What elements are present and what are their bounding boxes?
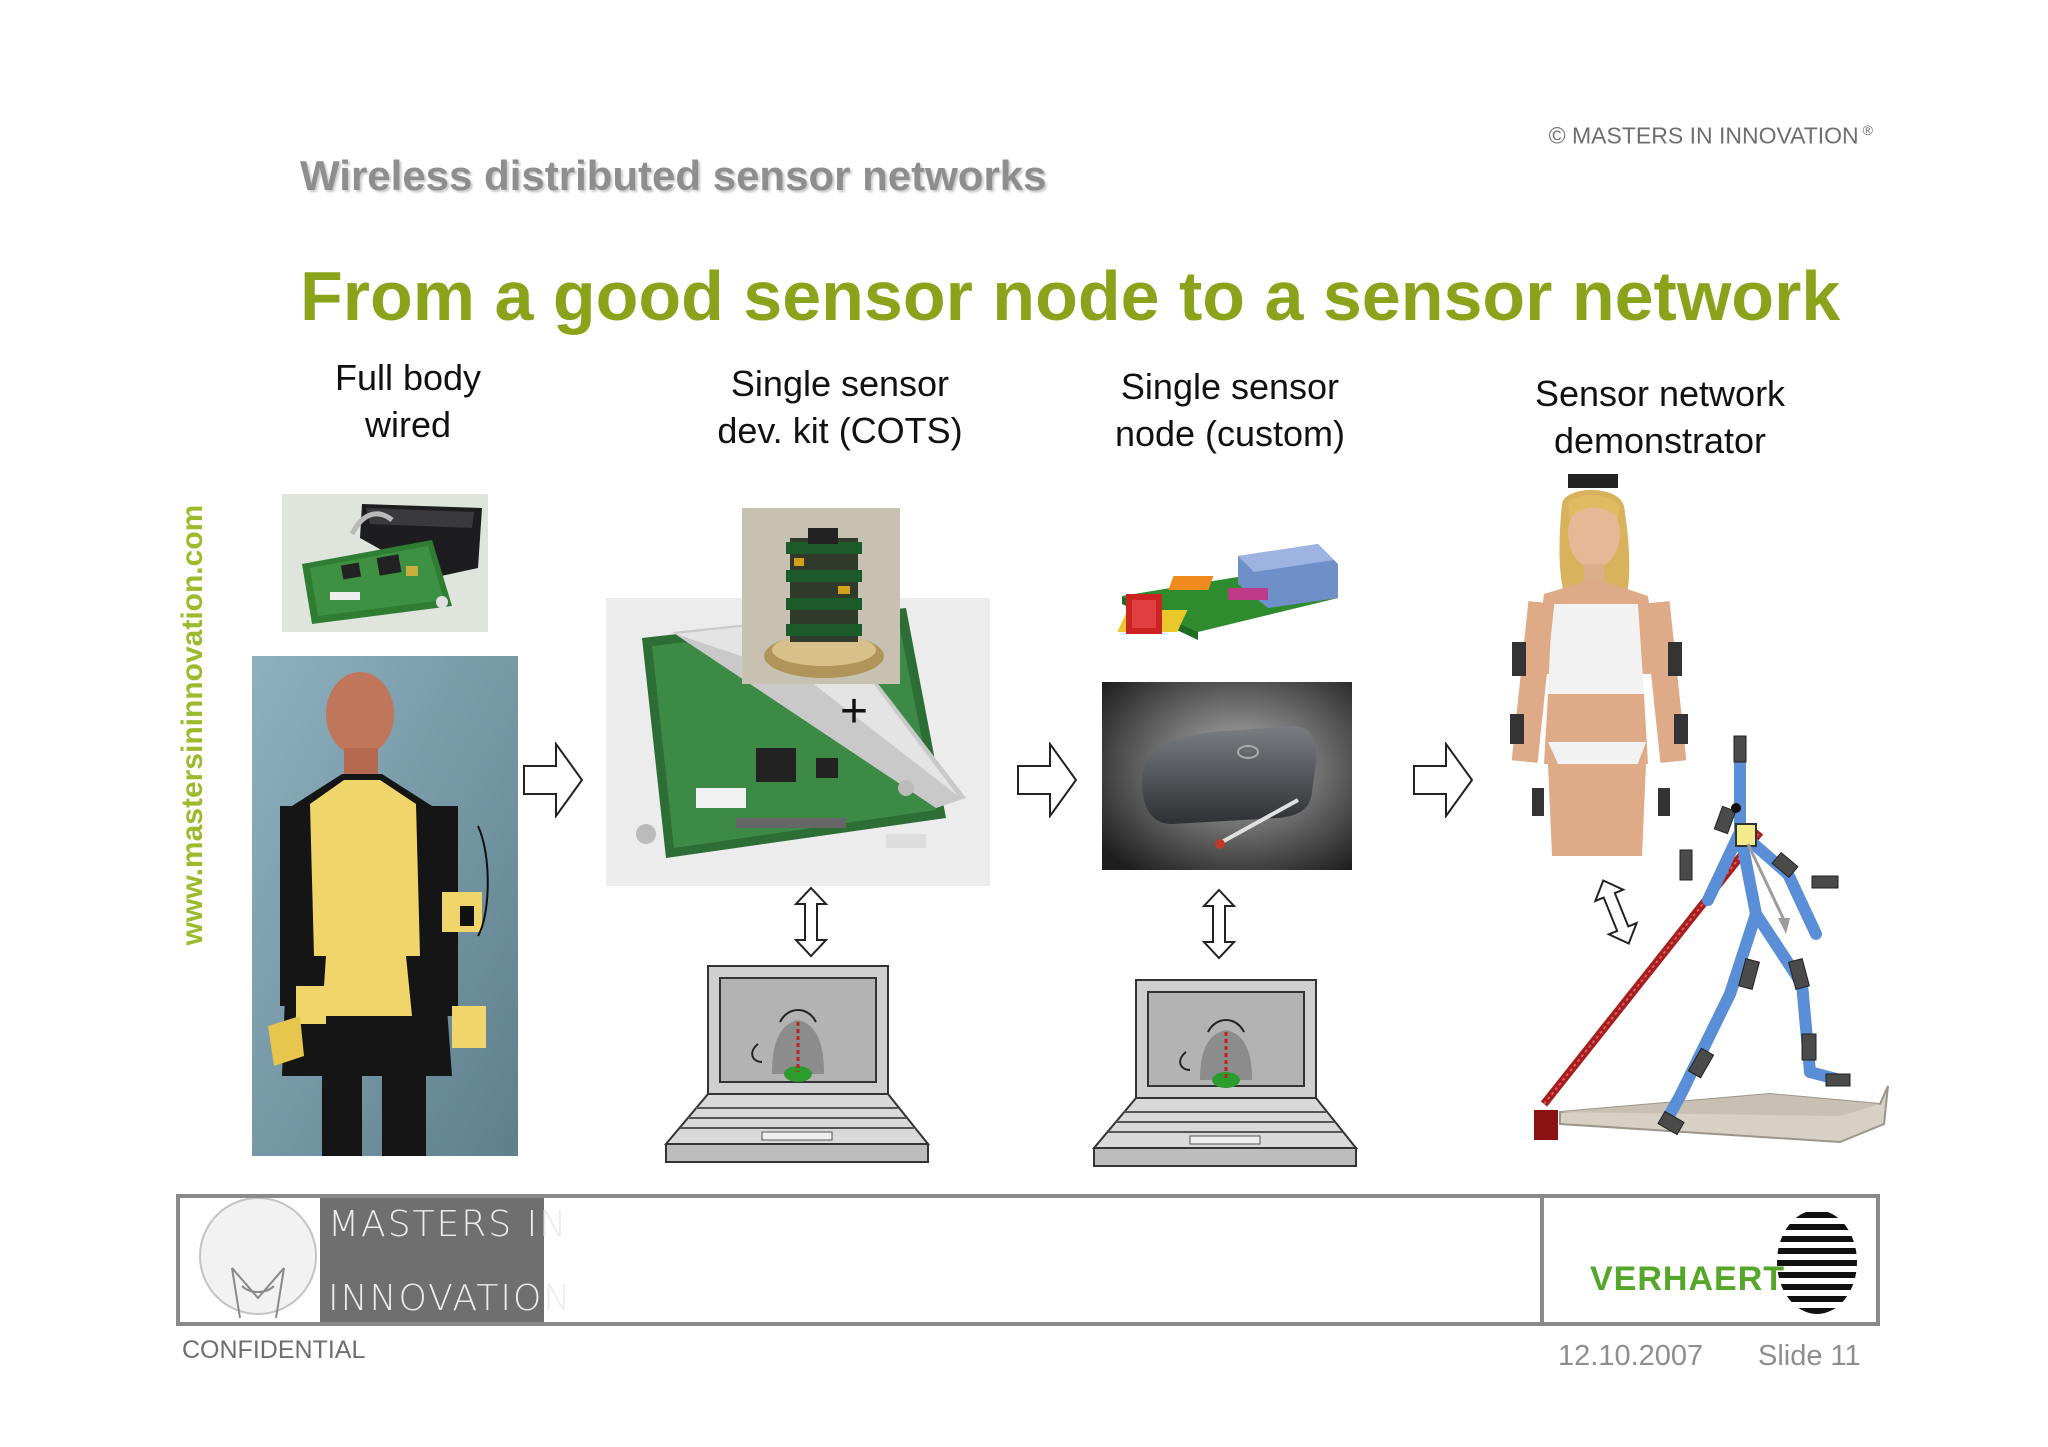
bidirectional-arrow-icon	[1202, 888, 1236, 960]
avatar-render	[1508, 474, 1690, 856]
logo-text-top: MASTERS IN	[328, 1204, 569, 1245]
custom-node-cad-render	[1118, 536, 1342, 656]
slide-number: Slide 11	[1758, 1340, 1861, 1372]
skeleton-demonstrator-graphic	[1534, 735, 1889, 1144]
bidirectional-arrow-icon	[1593, 879, 1639, 945]
slide-title: From a good sensor node to a sensor netw…	[300, 257, 1841, 335]
verhaert-egg-icon	[1777, 1212, 1857, 1314]
copyright-text: © MASTERS IN INNOVATION	[1548, 122, 1859, 149]
registered-mark: ®	[1862, 122, 1873, 138]
column-label-dev-kit: Single sensor dev. kit (COTS)	[680, 360, 1000, 454]
column-label-line: node (custom)	[1114, 413, 1346, 454]
column-label-full-body: Full body wired	[298, 354, 518, 448]
column-label-line: wired	[364, 404, 452, 445]
masters-in-innovation-logo: MASTERS IN INNOVATION	[320, 1198, 570, 1322]
logo-text-bottom: INNOVATION	[328, 1278, 573, 1319]
lightbulb-logo	[180, 1197, 320, 1322]
column-label-line: Single sensor	[730, 363, 950, 404]
sensor-suit-mannequin-photo	[252, 656, 518, 1156]
laptop-icon	[1091, 979, 1359, 1167]
footer-bar: MASTERS IN INNOVATION VERHAERT	[176, 1194, 1880, 1326]
column-label-line: demonstrator	[1553, 420, 1767, 461]
side-url-text: www.mastersininnovation.com	[176, 504, 209, 946]
copyright-notice: © MASTERS IN INNOVATION®	[1400, 122, 1873, 150]
verhaert-logo-text: VERHAERT	[1590, 1260, 1786, 1298]
lightbulb-icon	[180, 1197, 320, 1322]
column-label-line: Single sensor	[1120, 366, 1340, 407]
bidirectional-arrow-icon	[794, 886, 828, 958]
column-label-custom-node: Single sensor node (custom)	[1080, 363, 1380, 457]
sensor-stack-photo	[742, 508, 900, 684]
side-url: www.mastersininnovation.com	[168, 470, 218, 980]
wired-electronics-photo	[282, 494, 488, 632]
column-label-line: dev. kit (COTS)	[717, 410, 963, 451]
footer-divider	[1540, 1194, 1544, 1326]
confidential-label: CONFIDENTIAL	[182, 1336, 366, 1364]
custom-node-photo	[1102, 682, 1352, 870]
arrow-right-icon	[523, 742, 584, 818]
column-label-line: Sensor network	[1534, 373, 1786, 414]
column-label-network-demo: Sensor network demonstrator	[1500, 370, 1820, 464]
arrow-right-icon	[1017, 742, 1078, 818]
plus-sign: +	[840, 685, 869, 738]
section-subtitle: Wireless distributed sensor networks	[300, 152, 1047, 199]
slide-date: 12.10.2007	[1558, 1340, 1704, 1372]
arrow-right-icon	[1413, 742, 1474, 818]
laptop-icon	[663, 965, 931, 1163]
column-label-line: Full body	[334, 357, 482, 398]
